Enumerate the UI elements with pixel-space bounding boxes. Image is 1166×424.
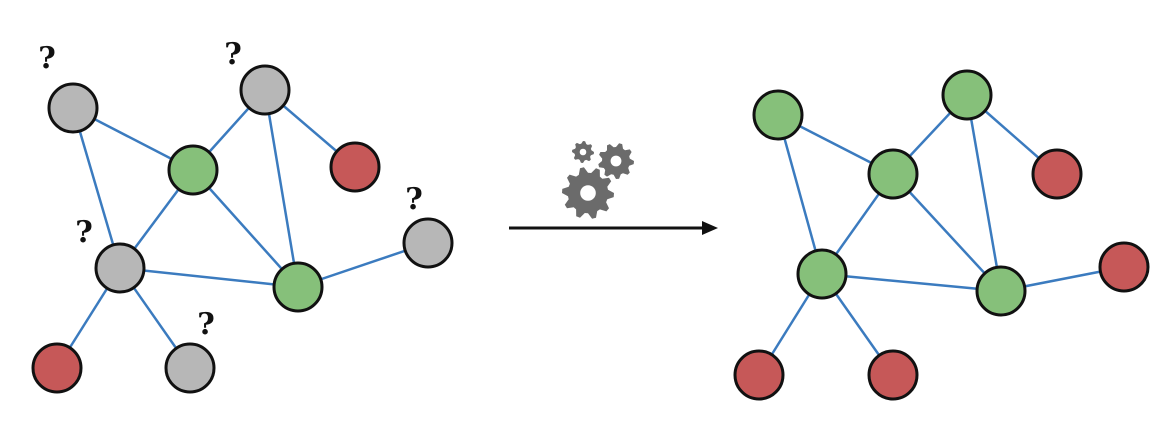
edge-C-F	[192, 169, 299, 288]
node-E-unknown	[94, 242, 146, 294]
node-C-green	[867, 148, 919, 200]
medium-gear-icon	[598, 143, 634, 179]
node-A-green	[752, 89, 804, 141]
edge-A-E	[776, 114, 824, 275]
node-I-red	[867, 349, 919, 401]
node-F-green	[975, 265, 1027, 317]
node-D-red	[1031, 148, 1083, 200]
arrow-right-icon	[509, 221, 718, 235]
large-gear-icon	[562, 167, 614, 219]
labeled-graph	[733, 69, 1150, 401]
edge-B-F	[965, 94, 1003, 292]
node-E-green	[796, 248, 848, 300]
node-F-green	[272, 261, 324, 313]
node-A-unknown	[47, 82, 99, 134]
input-graph: ?????	[31, 37, 454, 394]
unknown-label: ?	[224, 37, 242, 72]
node-I-unknown	[164, 342, 216, 394]
unknown-label: ?	[38, 41, 56, 76]
small-gear-icon	[572, 141, 594, 163]
edge-B-F	[263, 89, 300, 288]
unknown-label: ?	[405, 182, 423, 217]
node-G-unknown	[402, 217, 454, 269]
unknown-label: ?	[75, 215, 93, 250]
node-H-red	[733, 349, 785, 401]
node-H-red	[31, 342, 83, 394]
edge-C-F	[892, 173, 1002, 292]
unknown-label: ?	[197, 307, 215, 342]
edge-A-E	[71, 107, 122, 269]
node-G-red	[1098, 241, 1150, 293]
node-C-green	[167, 144, 219, 196]
edge-E-F	[119, 266, 299, 289]
process-transition	[509, 141, 718, 235]
node-B-unknown	[239, 64, 291, 116]
edge-E-F	[821, 272, 1002, 293]
node-B-green	[941, 69, 993, 121]
node-D-red	[329, 141, 381, 193]
